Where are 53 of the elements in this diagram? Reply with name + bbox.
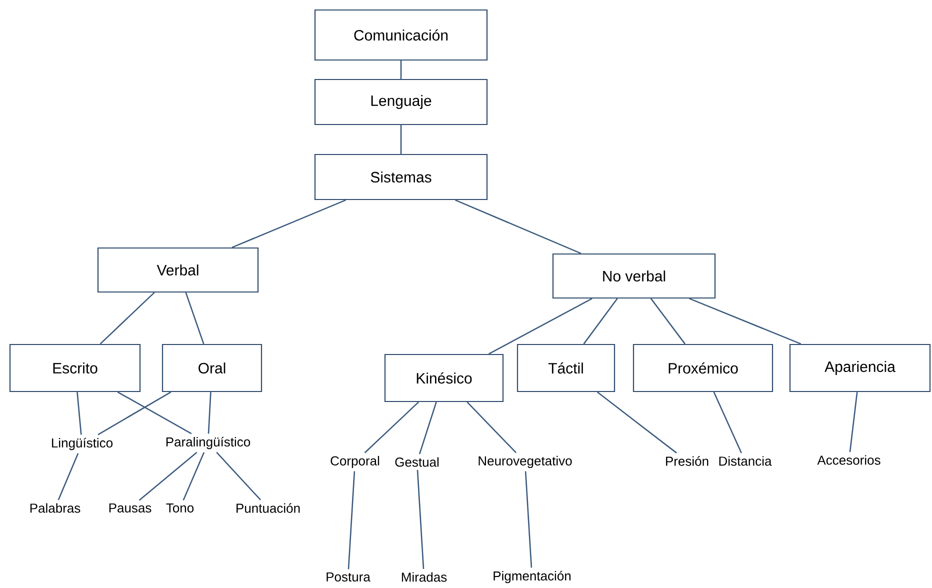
term-label: Pigmentación (494, 570, 571, 584)
connector-line (596, 392, 677, 454)
connector-line (58, 453, 79, 500)
term-label: Puntuación (236, 503, 300, 513)
connector-line (455, 199, 582, 254)
connector-line (138, 452, 198, 501)
connector-line (364, 402, 419, 454)
connector-line (208, 392, 212, 434)
term-label: Paralingüístico (166, 436, 250, 450)
term-label: Miradas (402, 572, 447, 582)
connector-line (689, 298, 802, 345)
connector-line (400, 125, 402, 154)
category-box: Apariencia (789, 344, 931, 392)
term-label: Neurovegetativo (478, 456, 572, 468)
connector-line (713, 392, 742, 454)
connector-line (488, 298, 592, 355)
connector-line (416, 470, 424, 570)
connector-line (182, 452, 205, 501)
term-label: Tono (166, 503, 194, 513)
connector-line (76, 392, 82, 435)
connector-line (650, 298, 686, 344)
connector-line (100, 292, 155, 344)
connector-line (98, 391, 172, 436)
category-box: Comunicación (314, 9, 488, 61)
term-label: Distancia (719, 456, 772, 466)
category-box: Sistemas (314, 154, 488, 200)
category-box: Lenguaje (314, 78, 488, 126)
term-label: Corporal (330, 456, 380, 468)
connector-line (583, 298, 618, 344)
connector-line (348, 471, 356, 570)
category-box: Táctil (516, 344, 616, 392)
term-label: Accesorios (817, 455, 880, 465)
term-label: Presión (666, 456, 708, 466)
category-box: Verbal (97, 247, 259, 293)
category-box: Proxémico (632, 344, 774, 392)
term-label: Postura (326, 572, 370, 582)
term-label: Gestual (395, 457, 439, 467)
term-label: Pausas (109, 503, 152, 513)
category-box: No verbal (552, 253, 716, 299)
term-label: Palabras (30, 503, 80, 513)
connector-line (400, 60, 402, 79)
connector-line (232, 199, 346, 248)
connector-line (117, 391, 192, 434)
connector-line (849, 392, 858, 452)
connector-line (216, 452, 262, 500)
connector-line (418, 402, 437, 454)
category-box: Escrito (9, 344, 141, 392)
category-box: Oral (162, 344, 262, 392)
category-box: Kinésico (384, 354, 504, 402)
connector-line (185, 292, 204, 344)
term-label: Lingüístico (52, 438, 113, 450)
connector-line (466, 402, 517, 454)
connector-line (524, 471, 532, 568)
